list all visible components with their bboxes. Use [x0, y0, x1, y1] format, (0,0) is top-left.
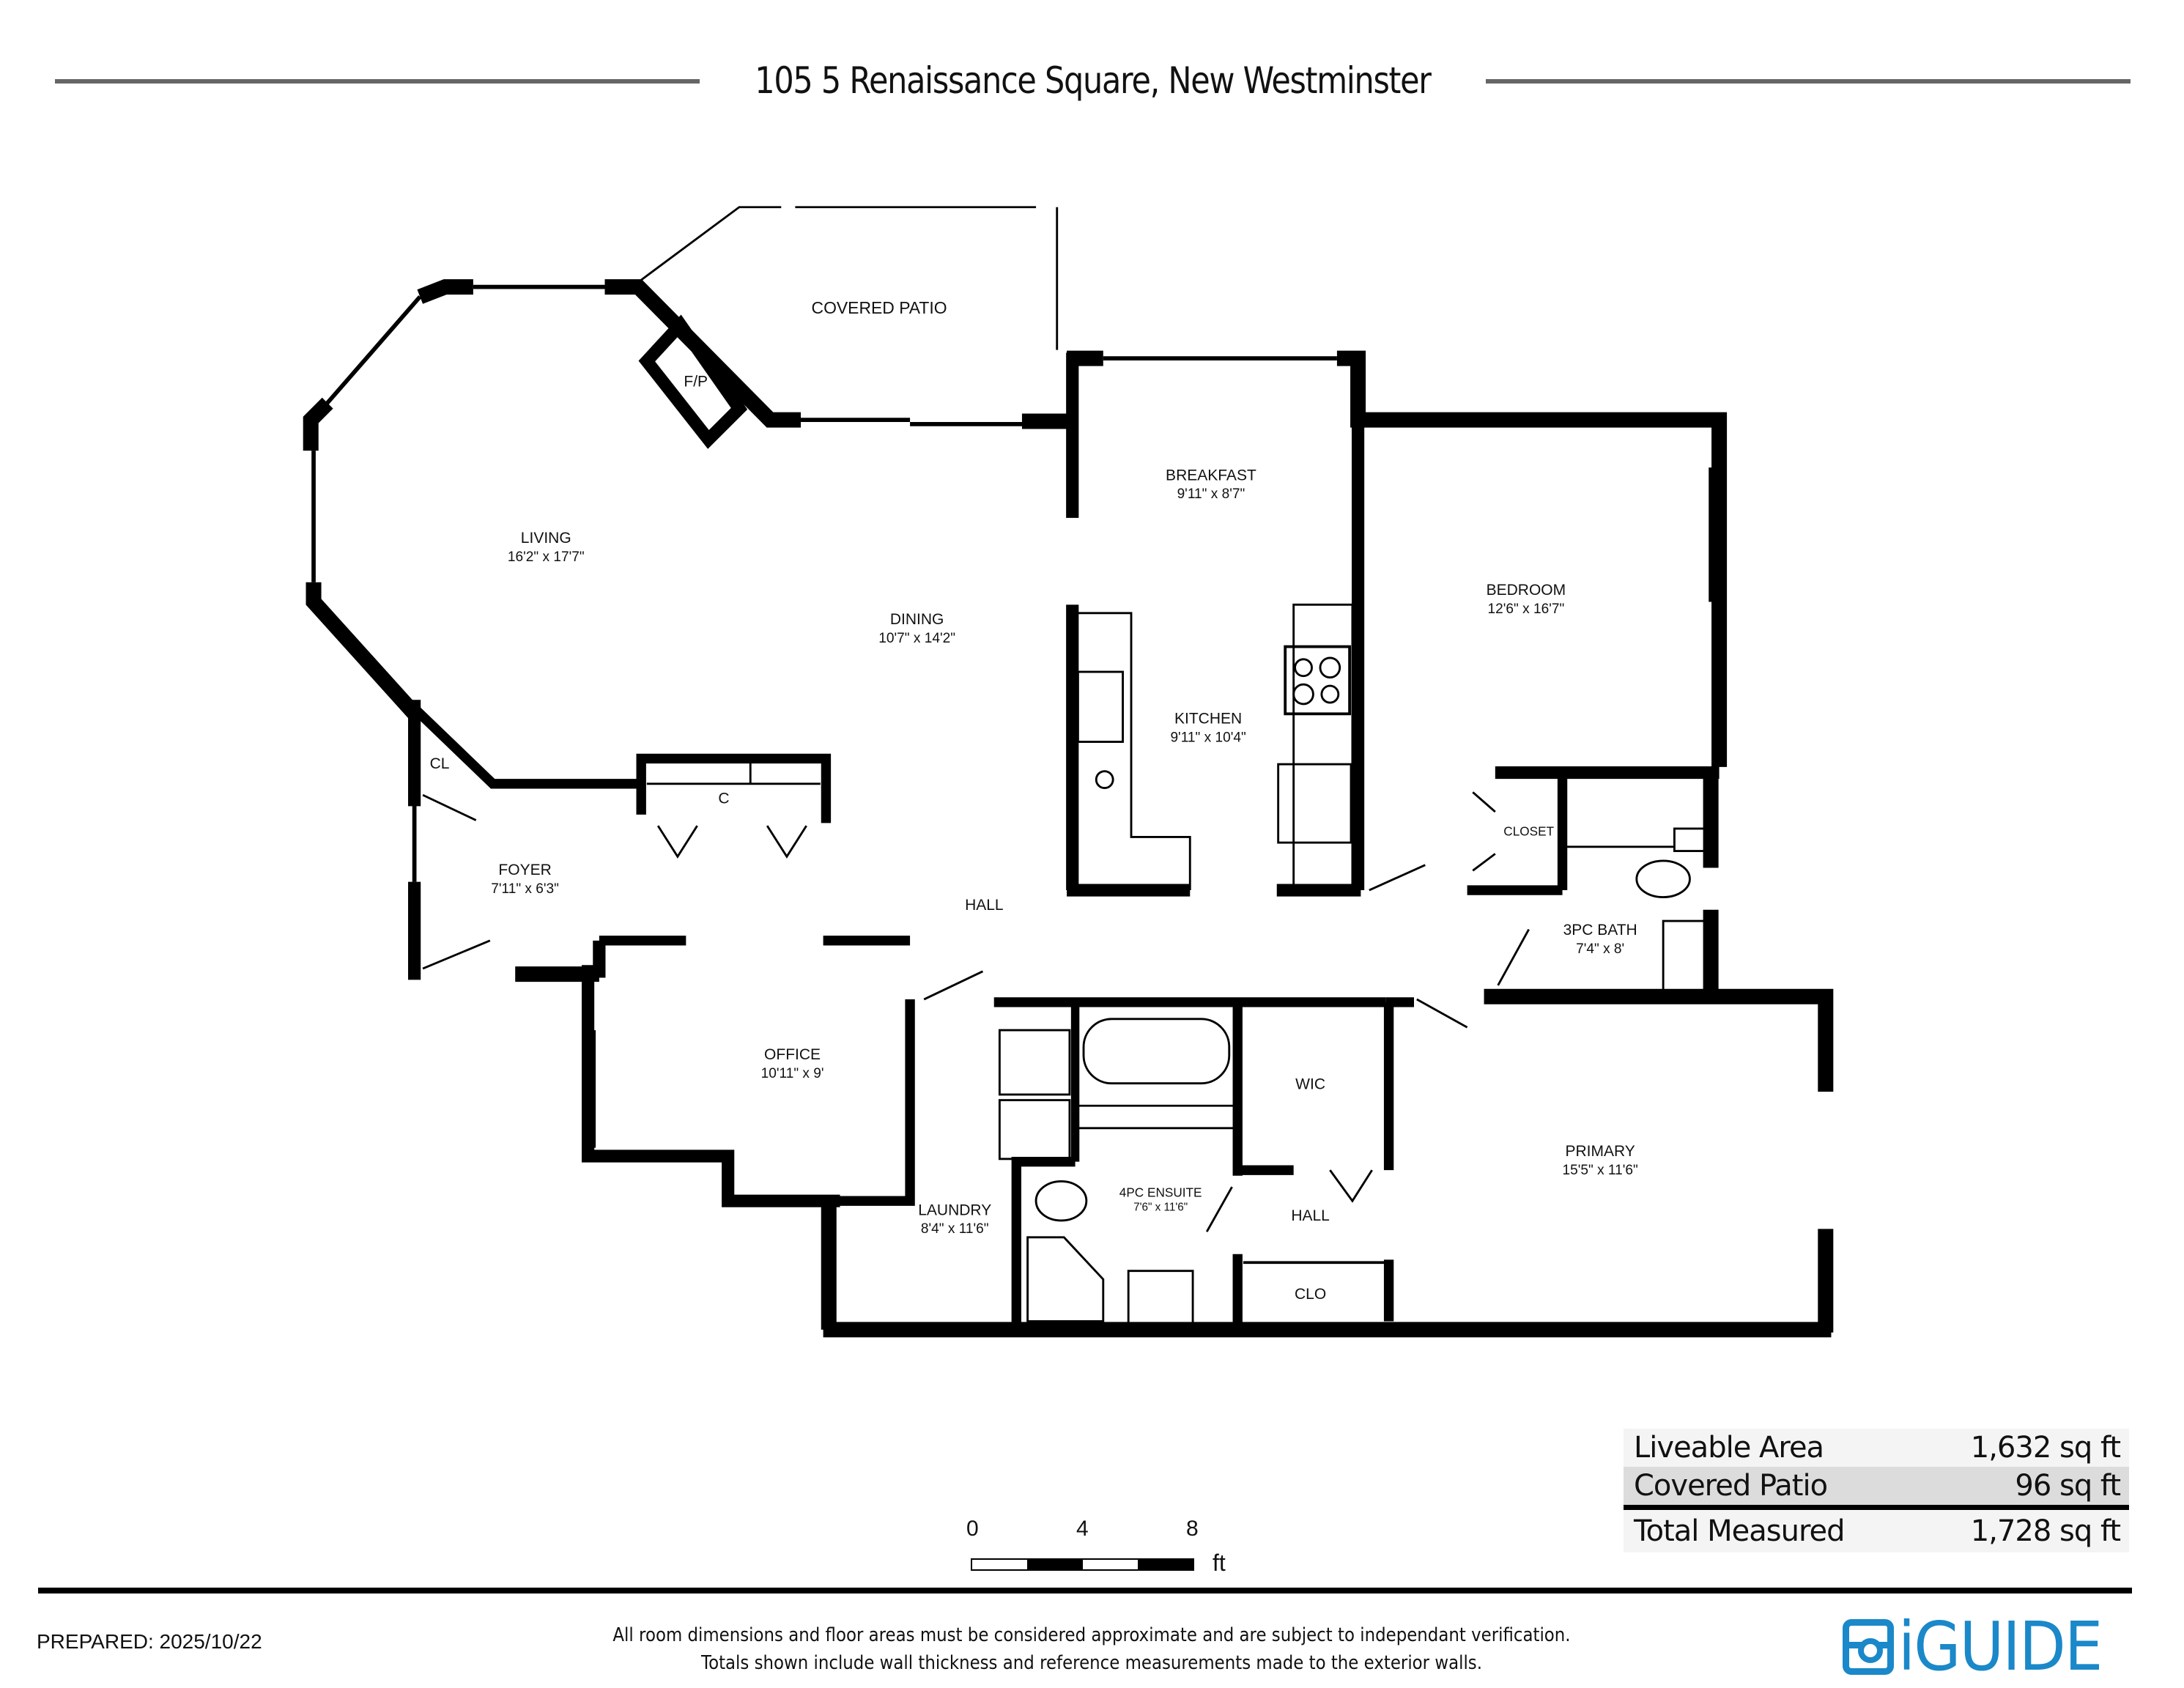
room-label-breakfast: BREAKFAST	[1166, 467, 1256, 484]
room-dims-foyer: 7'11" x 6'3"	[491, 881, 559, 897]
room-label-laundry: LAUNDRY	[918, 1202, 991, 1218]
room-label-clo: CLO	[1295, 1286, 1326, 1303]
room-dims-bedroom: 12'6" x 16'7"	[1488, 601, 1565, 617]
room-dims-living: 16'2" x 17'7"	[508, 549, 585, 565]
walls	[303, 206, 1834, 1338]
area-value: 96 sq ft	[2015, 1469, 2121, 1503]
room-label-fireplace: F/P	[684, 373, 708, 390]
room-dims-breakfast: 9'11" x 8'7"	[1177, 486, 1245, 502]
room-label-c: C	[718, 791, 729, 807]
camera-frame-icon	[1843, 1618, 1894, 1675]
page-title: 105 5 Renaissance Square, New Westminste…	[755, 59, 1432, 102]
logo-text: iGUIDE	[1898, 1607, 2103, 1686]
room-label-4pc-ensuite: 4PC ENSUITE	[1119, 1185, 1202, 1199]
area-label: Total Measured	[1634, 1514, 1846, 1548]
area-summary-table: Liveable Area 1,632 sq ft Covered Patio …	[1624, 1429, 2129, 1552]
title-rule-left	[55, 79, 700, 84]
room-dims-kitchen: 9'11" x 10'4"	[1170, 730, 1245, 746]
scale-bar-graphic	[971, 1558, 1194, 1571]
title-rule-right	[1486, 79, 2131, 84]
room-labels: COVERED PATIO F/P LIVING 16'2" x 17'7" D…	[430, 298, 1638, 1303]
room-dims-laundry: 8'4" x 11'6"	[921, 1221, 989, 1237]
room-dims-primary: 15'5" x 11'6"	[1562, 1163, 1637, 1178]
prepared-date: PREPARED: 2025/10/22	[37, 1630, 262, 1653]
room-label-primary: PRIMARY	[1565, 1143, 1635, 1160]
header: 105 5 Renaissance Square, New Westminste…	[0, 51, 2184, 110]
footer-divider	[38, 1588, 2132, 1593]
room-dims-office: 10'11" x 9'	[761, 1066, 824, 1081]
room-label-bedroom: BEDROOM	[1487, 582, 1566, 599]
area-row-covered-patio: Covered Patio 96 sq ft	[1624, 1467, 2129, 1505]
room-label-covered-patio: COVERED PATIO	[812, 298, 947, 317]
area-value: 1,632 sq ft	[1970, 1431, 2121, 1465]
room-label-office: OFFICE	[764, 1046, 821, 1063]
room-label-closet: CLOSET	[1503, 824, 1554, 839]
room-label-hall: HALL	[965, 897, 1004, 914]
room-label-cl: CL	[430, 755, 450, 772]
area-label: Liveable Area	[1634, 1431, 1824, 1465]
room-label-wic: WIC	[1295, 1076, 1325, 1092]
room-label-foyer: FOYER	[498, 862, 551, 878]
area-value: 1,728 sq ft	[1970, 1514, 2121, 1548]
scale-unit: ft	[1213, 1550, 1226, 1576]
room-label-dining: DINING	[890, 611, 944, 628]
iguide-logo: iGUIDE	[1843, 1612, 2124, 1681]
scale-tick-8: 8	[1186, 1517, 1199, 1541]
room-label-living: LIVING	[521, 530, 571, 547]
area-row-total: Total Measured 1,728 sq ft	[1624, 1505, 2129, 1552]
room-label-hall-primary: HALL	[1291, 1207, 1330, 1224]
disclaimer: All room dimensions and floor areas must…	[582, 1621, 1601, 1677]
room-dims-4pc-ensuite: 7'6" x 11'6"	[1133, 1202, 1188, 1214]
disclaimer-line-1: All room dimensions and floor areas must…	[612, 1624, 1571, 1646]
area-row-liveable: Liveable Area 1,632 sq ft	[1624, 1429, 2129, 1467]
scale-bar: 0 4 8 ft	[966, 1517, 1249, 1576]
room-dims-dining: 10'7" x 14'2"	[878, 631, 955, 646]
room-label-3pc-bath: 3PC BATH	[1563, 922, 1637, 939]
scale-tick-0: 0	[966, 1517, 979, 1541]
room-dims-3pc-bath: 7'4" x 8'	[1576, 941, 1624, 957]
scale-tick-4: 4	[1076, 1517, 1089, 1541]
disclaimer-line-2: Totals shown include wall thickness and …	[700, 1652, 1483, 1674]
room-label-kitchen: KITCHEN	[1174, 711, 1242, 728]
area-label: Covered Patio	[1634, 1469, 1828, 1503]
